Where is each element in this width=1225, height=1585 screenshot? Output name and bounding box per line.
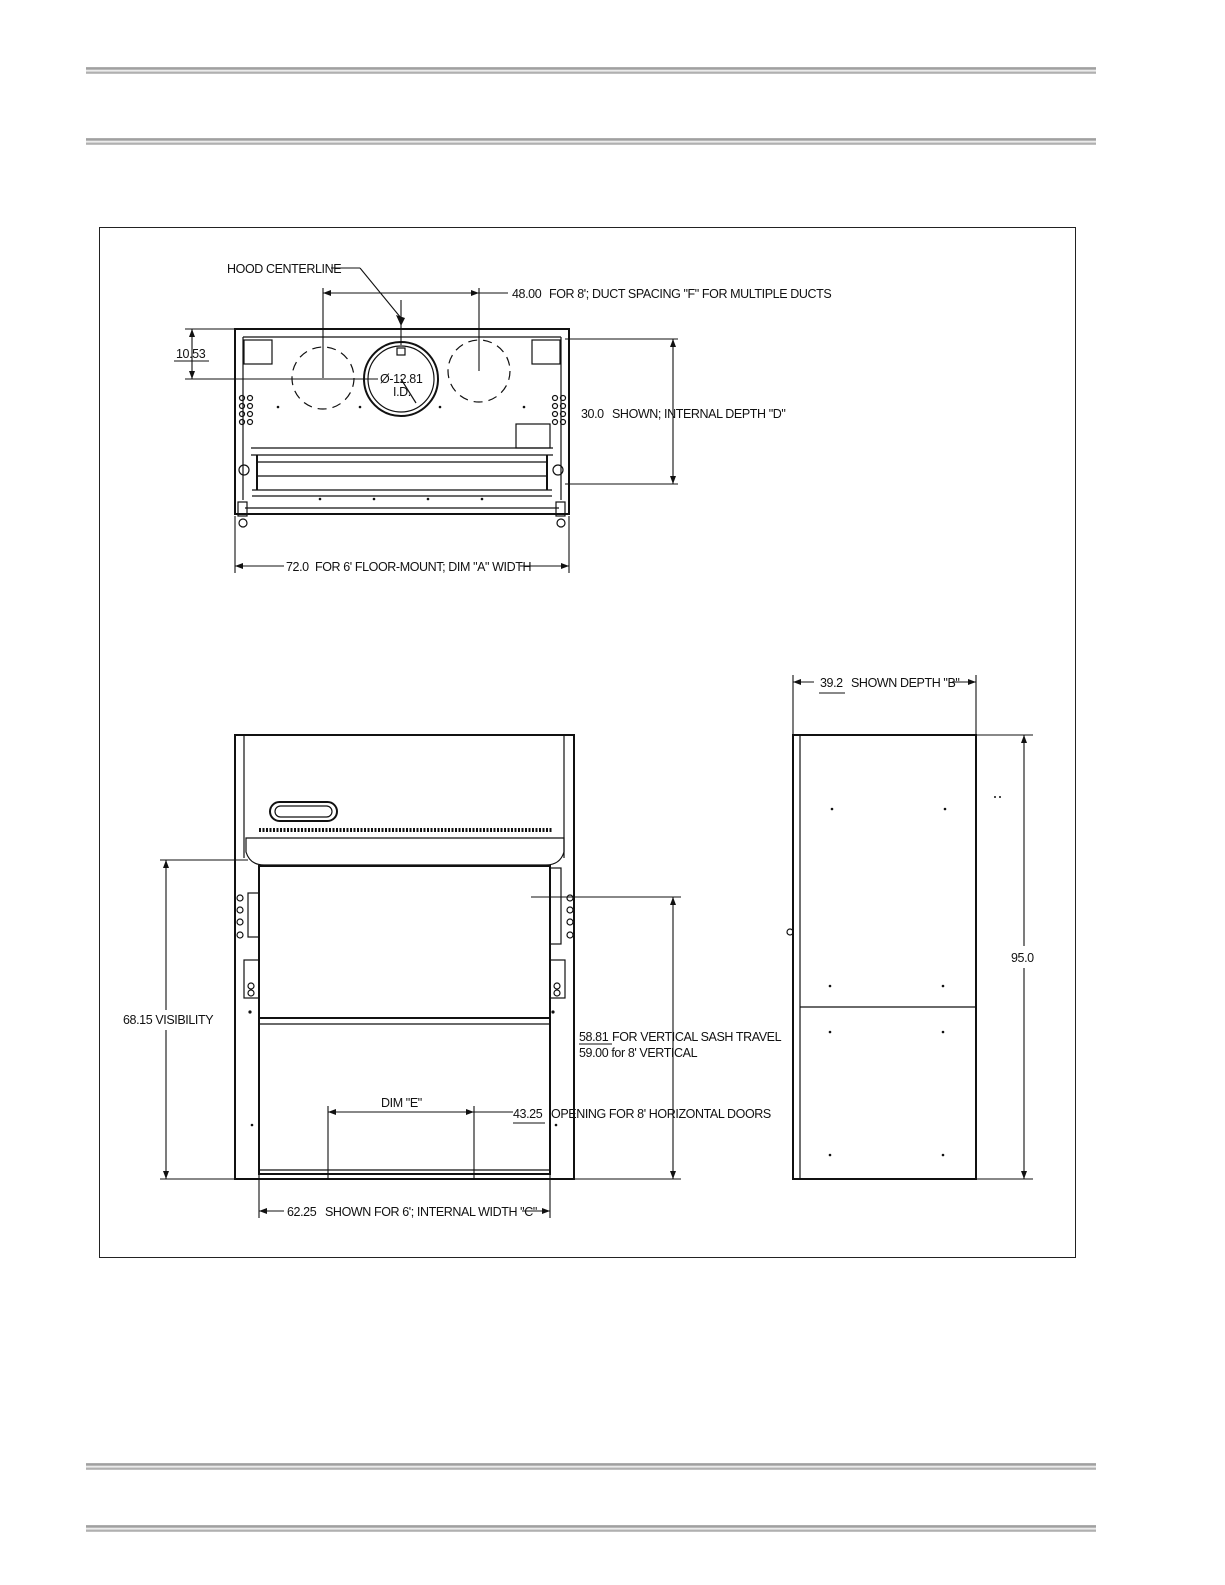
- hood-centerline-label: HOOD CENTERLINE: [227, 262, 341, 276]
- side-holes-right: [551, 394, 567, 426]
- internal-depth-label: SHOWN; INTERNAL DEPTH "D": [612, 407, 785, 421]
- front-view: [160, 734, 681, 1218]
- sash-travel-value: 58.81: [579, 1030, 609, 1044]
- top-view-outline: [234, 328, 570, 515]
- duct-id-label: I.D.: [393, 385, 411, 399]
- drawing-frame: [99, 227, 1076, 1258]
- duct-spacing-label: FOR 8'; DUCT SPACING "F" FOR MULTIPLE DU…: [549, 287, 831, 301]
- offset-dimension: 10.53: [176, 347, 206, 361]
- alt-duct-left: [291, 346, 355, 410]
- overall-height-dimension: 95.0: [1011, 951, 1034, 965]
- side-view-outline: [792, 734, 977, 1180]
- hood-width-label: FOR 6' FLOOR-MOUNT; DIM "A" WIDTH: [315, 560, 531, 574]
- opening-value: 43.25: [513, 1107, 543, 1121]
- side-view: [786, 675, 1033, 1180]
- sash-travel-8ft-label: 59.00 for 8' VERTICAL: [579, 1046, 698, 1060]
- visibility-dimension: 68.15 VISIBILITY: [123, 1013, 214, 1027]
- side-holes-left: [238, 394, 254, 426]
- footer-rule-bottom: [86, 1525, 1096, 1532]
- footer-rule-top: [86, 1463, 1096, 1470]
- dim-e-label: DIM "E": [381, 1096, 422, 1110]
- duct-spacing-value: 48.00: [512, 287, 542, 301]
- hood-width-value: 72.0: [286, 560, 309, 574]
- header-rule-bottom: [86, 138, 1096, 145]
- header-rule-top: [86, 67, 1096, 74]
- duct-diameter-label: Ø-12.81: [380, 372, 423, 386]
- internal-depth-value: 30.0: [581, 407, 604, 421]
- front-view-outline: [234, 734, 575, 1180]
- side-depth-label: SHOWN DEPTH "B": [851, 676, 959, 690]
- internal-width-label: SHOWN FOR 6'; INTERNAL WIDTH "C": [325, 1205, 537, 1219]
- top-view: [174, 267, 678, 573]
- alt-duct-right: [447, 339, 511, 403]
- light-switch-panel: [269, 801, 338, 822]
- opening-label: OPENING FOR 8' HORIZONTAL DOORS: [551, 1107, 771, 1121]
- internal-width-value: 62.25: [287, 1205, 317, 1219]
- side-depth-value: 39.2: [820, 676, 843, 690]
- sash-travel-label: FOR VERTICAL SASH TRAVEL: [612, 1030, 782, 1044]
